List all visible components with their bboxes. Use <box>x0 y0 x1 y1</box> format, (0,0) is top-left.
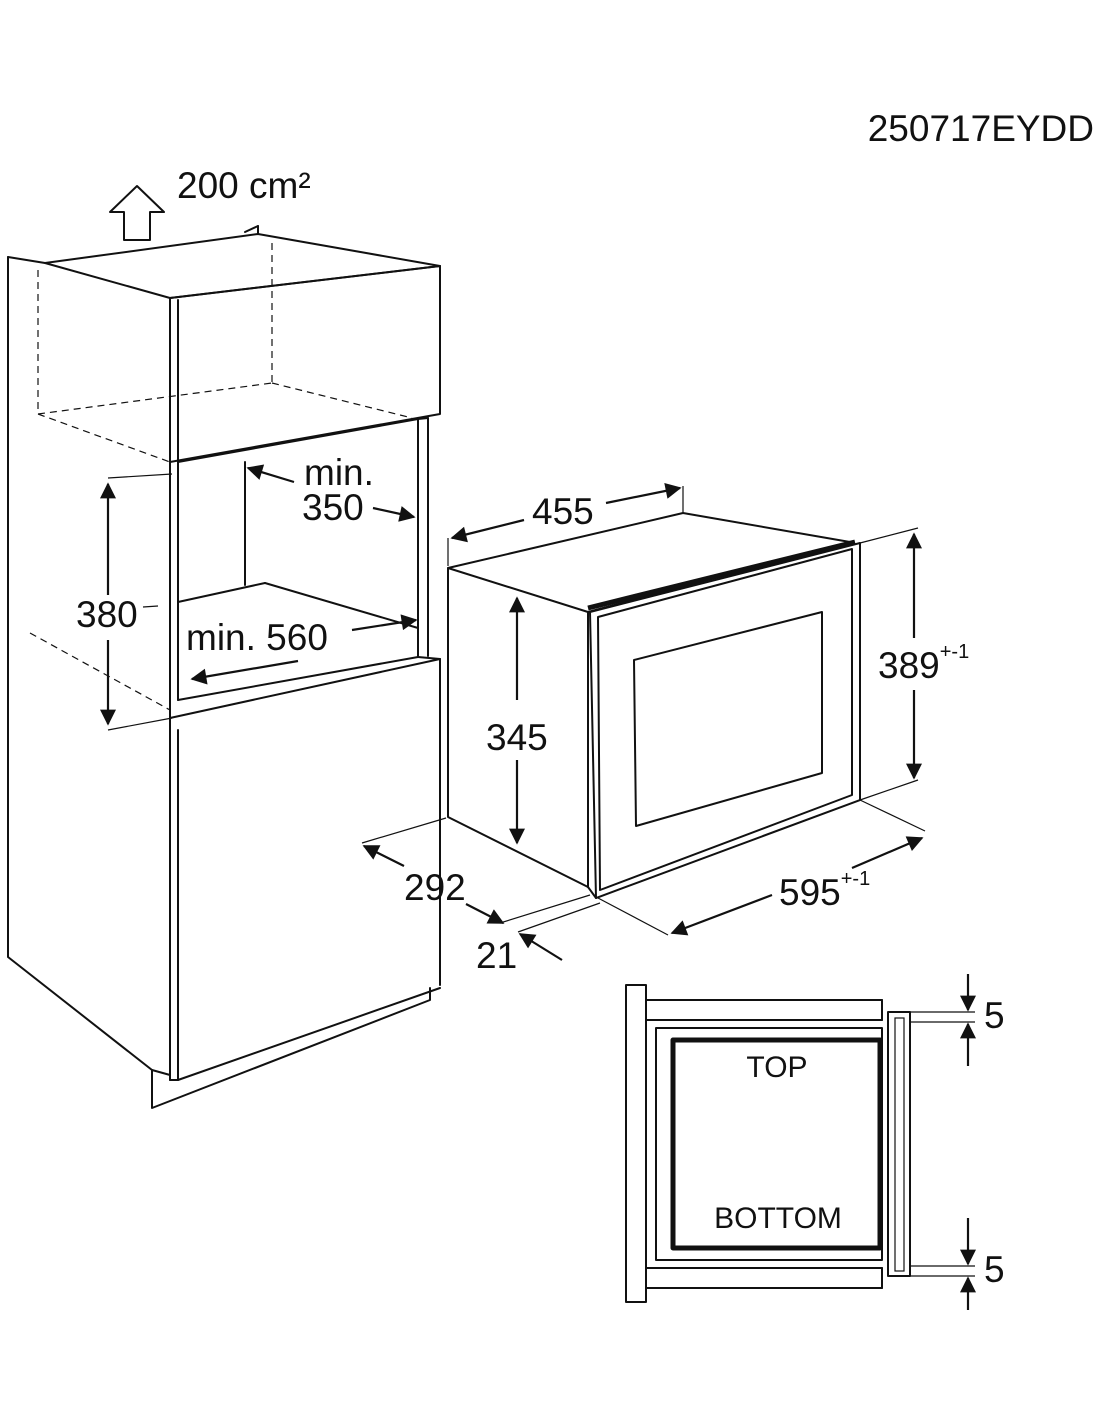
total-height-label: 389+-1 <box>878 641 969 686</box>
top-depth-dimension <box>447 483 684 566</box>
total-height-tolerance: +-1 <box>940 641 969 663</box>
niche-height-label: 380 <box>76 594 138 635</box>
body-depth-dimension <box>361 817 591 924</box>
niche-depth-value: 350 <box>302 487 364 528</box>
detail-bottom-label: BOTTOM <box>714 1202 842 1235</box>
frame-depth-dimension <box>517 902 601 961</box>
total-width-tolerance: +-1 <box>841 868 870 890</box>
top-depth-label: 455 <box>532 491 594 532</box>
total-width-dimension <box>597 799 926 936</box>
top-gap-dimension <box>910 974 976 1066</box>
detail-top-label: TOP <box>746 1051 807 1084</box>
niche-width-dimension <box>190 614 418 685</box>
top-gap-label: 5 <box>984 995 1005 1036</box>
niche-depth-dimension <box>246 464 416 522</box>
frame-depth-label: 21 <box>476 935 517 976</box>
bottom-gap-label: 5 <box>984 1249 1005 1290</box>
microwave-appliance <box>447 512 861 899</box>
bottom-gap-dimension <box>910 1218 976 1310</box>
total-width-value: 595 <box>779 872 841 913</box>
installation-detail <box>625 984 911 1303</box>
document-code: 250717EYDD <box>868 108 1094 149</box>
niche-width-label: min. 560 <box>186 617 328 658</box>
total-height-value: 389 <box>878 645 940 686</box>
total-height-dimension <box>859 527 922 801</box>
body-height-label: 345 <box>486 717 548 758</box>
body-depth-label: 292 <box>404 867 466 908</box>
ventilation-arrow-icon <box>109 185 165 241</box>
total-width-label: 595+-1 <box>779 868 870 913</box>
tall-cabinet <box>7 225 441 1109</box>
niche-height-dimension <box>100 473 173 731</box>
niche-depth-prefix: min. <box>304 452 374 493</box>
ventilation-label: 200 cm² <box>177 165 311 206</box>
